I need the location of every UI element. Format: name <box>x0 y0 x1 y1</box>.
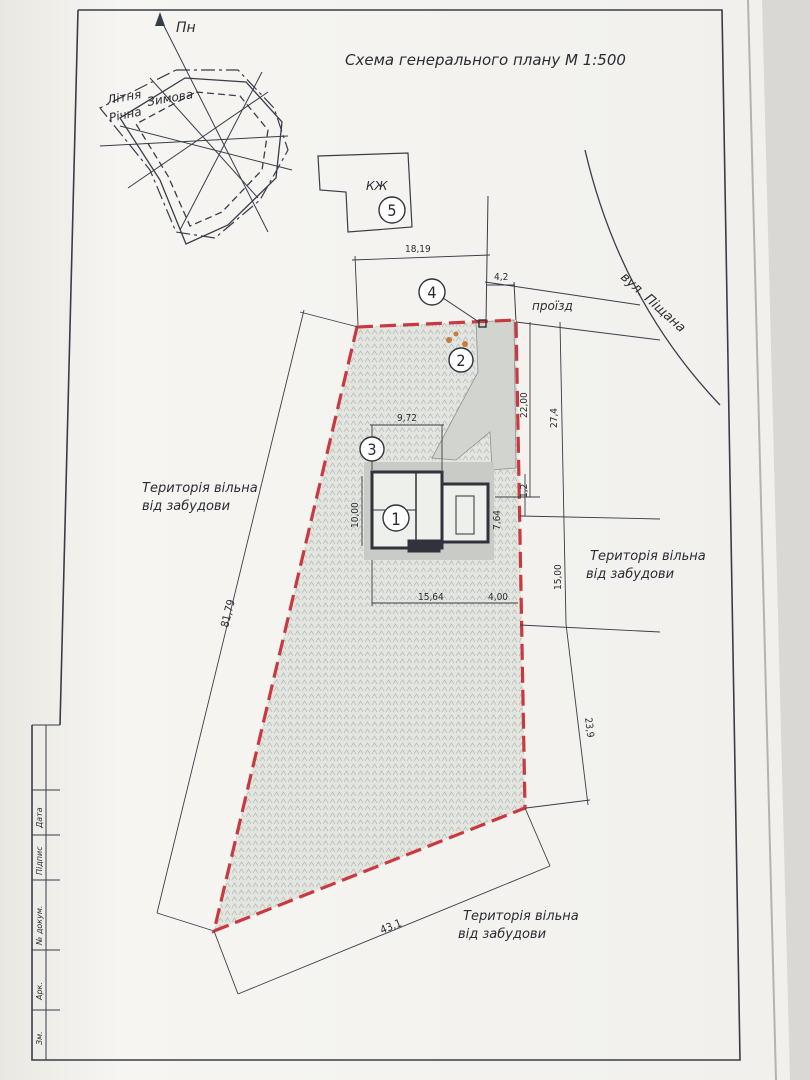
dim-22-00: 22,00 <box>519 392 530 418</box>
wind-rose-label-summer: Літня <box>105 87 142 107</box>
stamp-label-5: Дата <box>35 807 44 829</box>
driveway <box>431 319 517 471</box>
passage-label: проїзд <box>532 299 573 313</box>
page-crease <box>747 0 777 1080</box>
svg-text:3: 3 <box>367 440 376 459</box>
note-west-line1: Територія вільна <box>142 481 258 496</box>
stamp-label-3: № докум. <box>35 906 44 946</box>
dim-7-64: 7,64 <box>492 510 503 530</box>
dim-9-72: 9,72 <box>397 413 417 424</box>
north-arrow-icon <box>155 12 165 26</box>
dim-27-4: 27,4 <box>549 408 560 428</box>
trees <box>446 331 468 347</box>
stamp-label-1: Зм. <box>35 1031 44 1045</box>
dim-18-19: 18,19 <box>405 244 431 255</box>
wind-rose <box>99 17 293 245</box>
marker-2: 2 <box>448 347 474 373</box>
dim-23-9: 23,9 <box>582 717 595 738</box>
street-edge <box>584 149 721 406</box>
sheet-frame <box>31 9 741 1061</box>
stamp-label-4: Підпис <box>35 846 44 875</box>
sheet-frame-left <box>59 9 79 726</box>
dim-4-2: 4,2 <box>494 272 508 283</box>
neighbour-building <box>317 152 413 233</box>
passage-lines <box>484 195 661 341</box>
gate-post <box>478 319 487 328</box>
note-east-line1: Територія вільна <box>590 549 706 564</box>
dimension-lines <box>156 254 661 995</box>
note-east-line2: від забудови <box>586 567 674 582</box>
svg-text:2: 2 <box>456 351 465 370</box>
svg-text:1: 1 <box>391 510 401 530</box>
dim-15-00: 15,00 <box>553 564 564 590</box>
marker-5: 5 <box>378 196 406 224</box>
drawing-title: Схема генерального плану М 1:500 <box>345 51 626 69</box>
side-stamp <box>32 724 60 1060</box>
note-south-line1: Територія вільна <box>463 909 579 924</box>
stamp-label-2: Арк. <box>35 982 44 1001</box>
marker-4: 4 <box>418 278 480 323</box>
dim-10-00: 10,00 <box>350 502 361 528</box>
north-label: Пн <box>176 20 196 36</box>
svg-text:5: 5 <box>387 201 396 220</box>
note-south-line2: від забудови <box>458 927 546 942</box>
house-1 <box>370 470 490 553</box>
marker-1: 1 <box>382 504 410 532</box>
marker-3: 3 <box>359 436 385 462</box>
neighbour-building-label: КЖ <box>366 179 389 193</box>
dim-15-64: 15,64 <box>418 592 444 603</box>
wind-rose-label-annual: Річна <box>108 104 143 125</box>
dim-4-00: 4,00 <box>488 592 508 603</box>
svg-text:4: 4 <box>427 283 436 302</box>
note-west-line2: від забудови <box>142 499 230 514</box>
dim-1-2: 1,2 <box>519 484 530 498</box>
